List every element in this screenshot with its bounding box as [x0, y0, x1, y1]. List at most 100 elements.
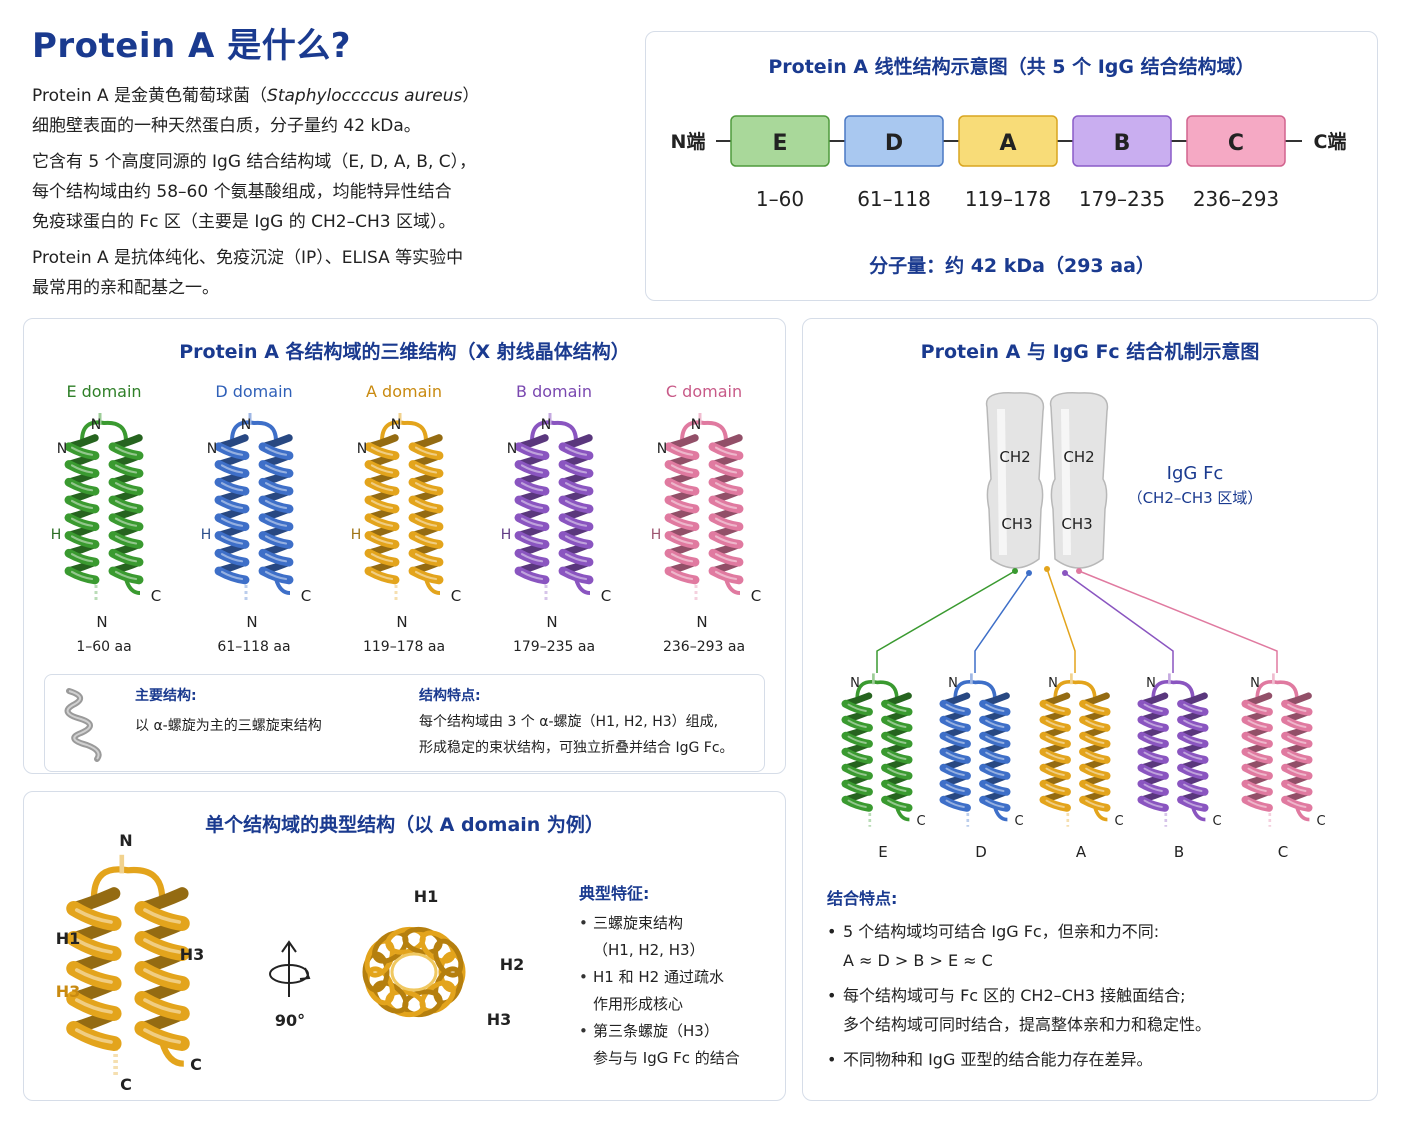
page-title: Protein A 是什么? [32, 26, 351, 66]
domain-structure-title: E domain [66, 382, 141, 401]
binding-features-list: 5 个结构域均可结合 IgG Fc，但亲和力不同:A ≈ D > B > E ≈… [827, 917, 1367, 1074]
n-terminus-label: N [850, 676, 860, 691]
structure-note-box: 主要结构: 以 α-螺旋为主的三螺旋束结构 结构特点: 每个结构域由 3 个 α… [44, 674, 765, 772]
ch3-label: CH3 [1001, 515, 1032, 533]
binding-site-dot [1012, 568, 1018, 574]
domain-box-e [730, 115, 830, 167]
domain-range-label: 61–118 [857, 187, 931, 211]
h3-label: H3 [487, 1010, 512, 1029]
domain-range-label: 179–235 [1079, 187, 1165, 211]
c-terminus-label: C [751, 587, 761, 605]
ch2-label: CH2 [1063, 448, 1094, 466]
a-domain-top-view [362, 926, 466, 1018]
c-terminus-label: C [1014, 814, 1023, 829]
a-domain-side-view [66, 854, 190, 1077]
domain-range-label: 179–235 aa [513, 639, 595, 655]
domain-structure-cartoon [664, 413, 744, 601]
helix-thumbnail-icon [64, 688, 102, 762]
domain-structure-cartoon [514, 413, 594, 601]
rotation-angle-label: 90° [275, 1011, 305, 1030]
binding-domain-label: C [1278, 843, 1288, 861]
c-terminus-label: C [151, 587, 161, 605]
domain-structure-cartoon [214, 413, 294, 601]
domain-structure-title: B domain [516, 382, 592, 401]
binding-panel-title: Protein A 与 IgG Fc 结合机制示意图 [920, 341, 1260, 363]
n-terminus-label: N [241, 417, 251, 433]
ch2-label: CH2 [999, 448, 1030, 466]
h3-label: H3 [180, 945, 205, 964]
intro-paragraph-1: Protein A 是金黄色葡萄球菌（Staphyloccccus aureus… [32, 86, 480, 136]
rotate-icon [269, 940, 311, 997]
ch3-label: CH3 [1061, 515, 1092, 533]
binding-domain-cartoon [1241, 673, 1313, 827]
intro-section: Protein A 是什么? Protein A 是金黄色葡萄球菌（Staphy… [32, 18, 622, 309]
domains-panel-title: Protein A 各结构域的三维结构（X 射线晶体结构） [179, 341, 630, 363]
helix-label: H [501, 527, 512, 543]
main-structure-text: 以 α-螺旋为主的三螺旋束结构 [135, 718, 322, 734]
h1-label: H1 [414, 887, 439, 906]
c-terminus-label: C [120, 1075, 132, 1094]
single-panel-title: 单个结构域的典型结构（以 A domain 为例） [205, 814, 604, 836]
domain-range-label: 119–178 aa [363, 639, 445, 655]
binding-connector-line [1046, 568, 1076, 673]
structure-features-title: 结构特点: [419, 688, 481, 704]
domain-box-a [958, 115, 1058, 167]
c-terminus-label: C [451, 587, 461, 605]
n-terminus-label: N端 [671, 130, 706, 153]
n-terminus-label: N [691, 417, 701, 433]
h2-label: H2 [500, 955, 525, 974]
c-terminus-label: C [1114, 814, 1123, 829]
binding-connector-line [1078, 570, 1278, 673]
helix-label: H [51, 527, 62, 543]
c-terminus-label: C [1316, 814, 1325, 829]
domain-range-label: 61–118 aa [217, 639, 290, 655]
fc-chain [1049, 392, 1109, 569]
domain-box-label: E [772, 131, 787, 156]
binding-features: 结合特点: 5 个结构域均可结合 IgG Fc，但亲和力不同:A ≈ D > B… [827, 885, 1367, 1080]
h3-label: H3 [56, 982, 81, 1001]
igg-fc-sublabel: （CH2–CH3 区域） [1128, 489, 1263, 507]
binding-connector-line [1064, 572, 1174, 673]
n-terminus-label: N [1048, 676, 1058, 691]
fc-chain [985, 392, 1045, 569]
n-terminus-label: N [541, 417, 551, 433]
binding-domain-cartoon [939, 673, 1011, 827]
n-terminus-label: N [507, 441, 517, 457]
binding-site-dot [1076, 568, 1082, 574]
binding-connector-line [876, 570, 1016, 673]
n-terminus-label: N [207, 441, 217, 457]
n-terminus-label: N [696, 613, 707, 631]
n-terminus-label: N [546, 613, 557, 631]
binding-domain-label: E [878, 843, 887, 861]
binding-site-dot [1026, 570, 1032, 576]
igg-fc-label: IgG Fc [1167, 463, 1224, 484]
n-terminus-label: N [119, 831, 132, 850]
domain-range-label: 236–293 aa [663, 639, 745, 655]
helix-label: H [201, 527, 212, 543]
n-terminus-label: N [948, 676, 958, 691]
structure-features-text: 每个结构域由 3 个 α-螺旋（H1, H2, H3）组成, 形成稳定的束状结构… [419, 714, 734, 756]
igg-fc-structure [985, 392, 1109, 569]
c-terminus-label: C端 [1314, 130, 1347, 153]
binding-feature-item: 不同物种和 IgG 亚型的结合能力存在差异。 [827, 1045, 1367, 1074]
domain-structure-cartoon [364, 413, 444, 601]
binding-features-title: 结合特点: [827, 889, 898, 908]
feature-item: 三螺旋束结构（H1, H2, H3） [579, 910, 779, 964]
h1-label: H1 [56, 929, 81, 948]
binding-site-dot [1044, 566, 1050, 572]
domain-box-d [844, 115, 944, 167]
domain-box-label: B [1114, 131, 1131, 156]
domain-box-label: D [885, 131, 903, 156]
n-terminus-label: N [96, 613, 107, 631]
binding-feature-item: 5 个结构域均可结合 IgG Fc，但亲和力不同:A ≈ D > B > E ≈… [827, 917, 1367, 975]
n-terminus-label: N [391, 417, 401, 433]
binding-domain-cartoon [841, 673, 913, 827]
